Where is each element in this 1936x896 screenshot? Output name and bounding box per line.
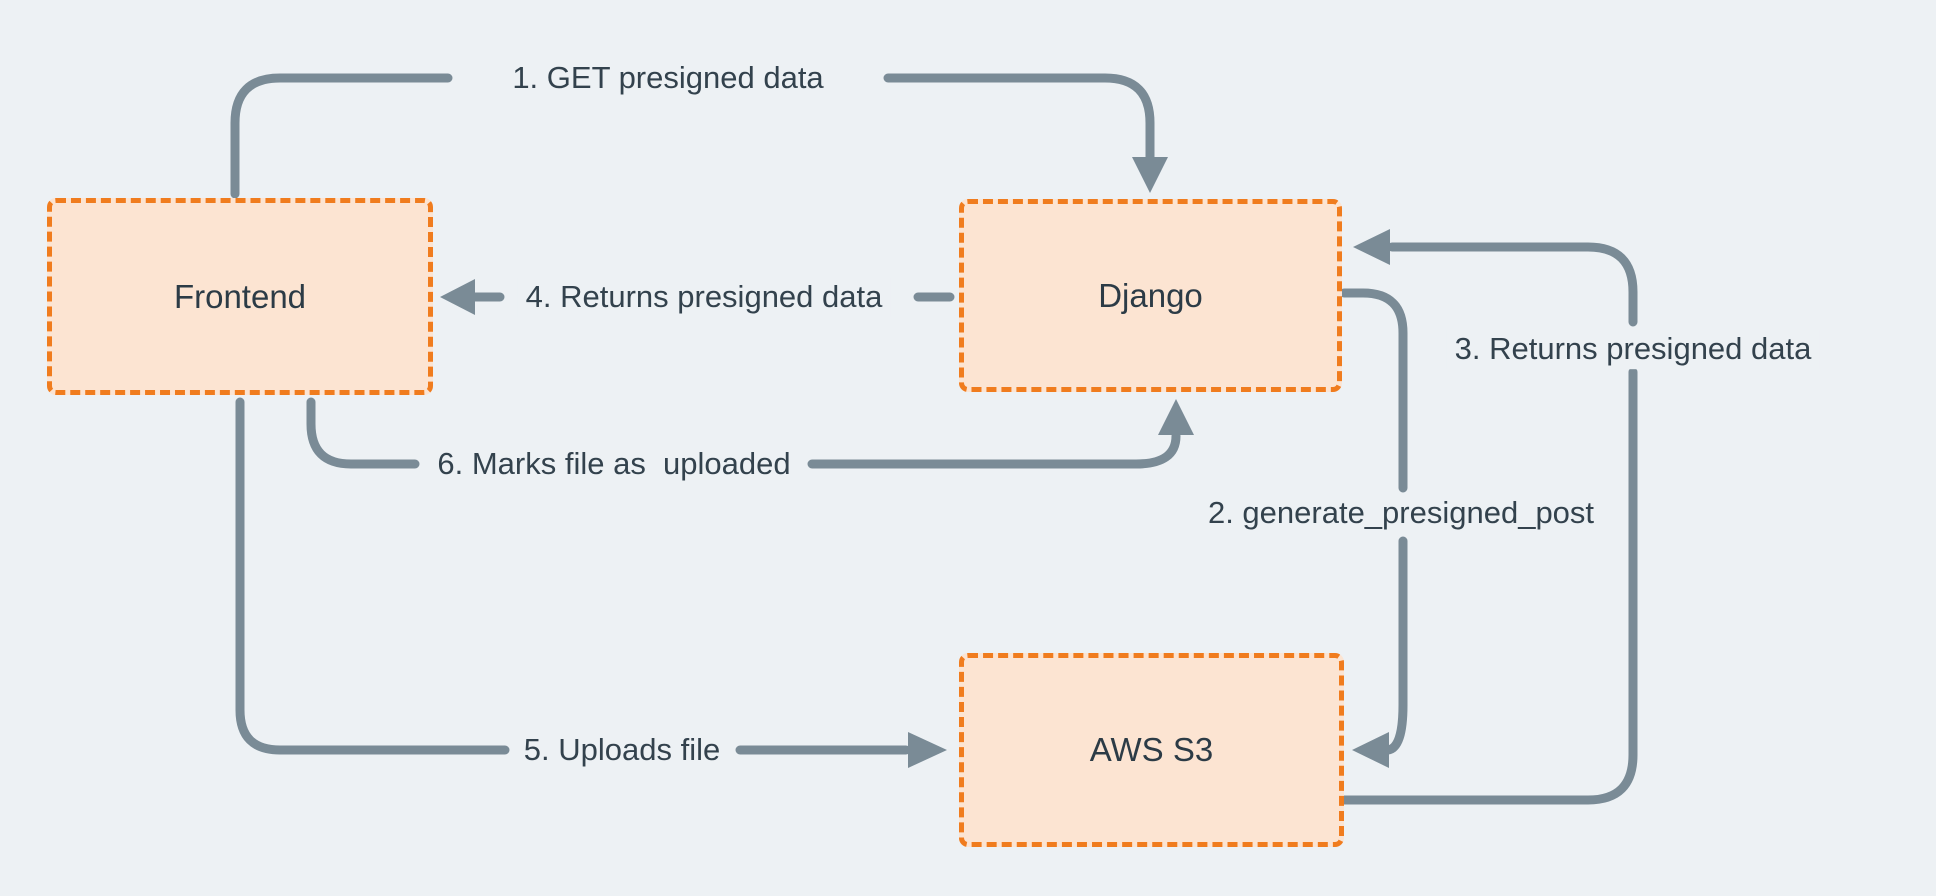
node-frontend: Frontend <box>47 198 433 395</box>
arrow-6-line <box>306 397 1181 469</box>
arrow-6-head <box>1158 399 1194 435</box>
arrow-2-head <box>1352 732 1389 768</box>
arrow-1-line <box>230 73 1155 199</box>
node-django-label: Django <box>1098 276 1203 314</box>
node-aws-s3: AWS S3 <box>959 653 1344 847</box>
node-frontend-label: Frontend <box>173 277 307 315</box>
arrow-4-head <box>440 279 475 315</box>
arrow-3-line <box>1339 242 1638 805</box>
edge-label-generate-presigned-post: 2. generate_presigned_post <box>1199 493 1603 533</box>
edge-label-returns-presigned-data-s3: 3. Returns presigned data <box>1446 329 1820 369</box>
edge-label-returns-presigned-data-frontend: 4. Returns presigned data <box>517 277 891 317</box>
arrow-1-head <box>1132 157 1168 193</box>
node-aws-s3-label: AWS S3 <box>1089 731 1214 768</box>
arrow-2-line <box>1339 288 1408 755</box>
edge-label-get-presigned-data: 1. GET presigned data <box>504 58 832 98</box>
edge-label-uploads-file: 5. Uploads file <box>515 730 729 770</box>
edge-label-marks-file-as-uploaded: 6. Marks file as uploaded <box>429 444 799 484</box>
arrow-3-head <box>1353 229 1390 265</box>
arrow-5-head <box>908 732 947 768</box>
node-django: Django <box>959 199 1342 392</box>
arrow-5-line <box>235 397 911 755</box>
